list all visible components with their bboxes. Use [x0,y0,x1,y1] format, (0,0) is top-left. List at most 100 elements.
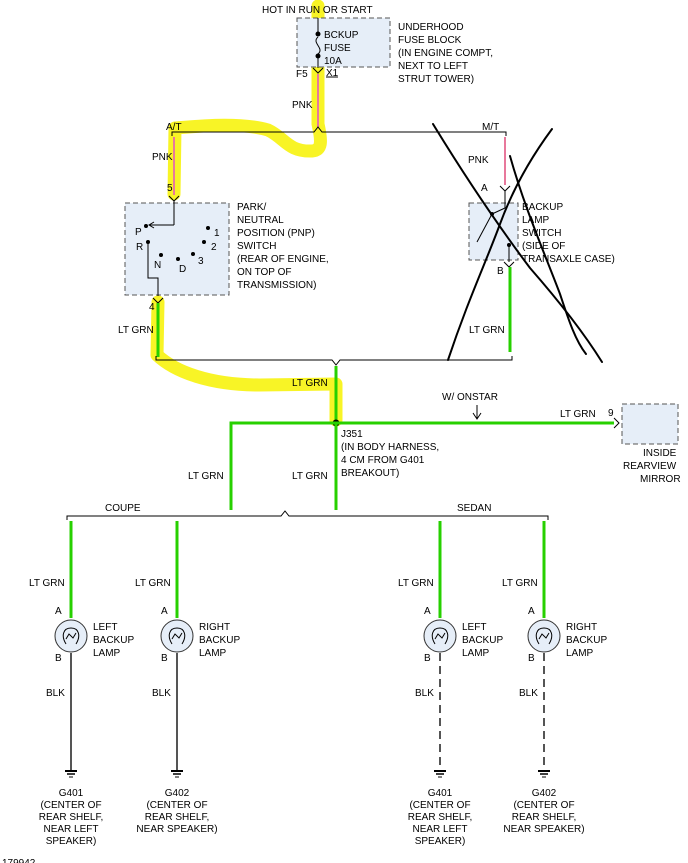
pnp-switch-box [124,202,230,296]
fuse-name-1: BCKUP [324,30,359,41]
fuse-connector-label: X1 [326,68,339,79]
lamp-pin-a: A [528,606,535,617]
lamp-name-2: BACKUP [93,635,134,646]
branch-sedan-label: SEDAN [457,503,491,514]
backup-switch-desc-4: (SIDE OF [522,241,565,252]
ltgrn-label-left: LT GRN [188,471,224,482]
pnp-pos-d: D [179,264,186,275]
fuse-terminal-bottom [315,53,321,59]
branch-coupe-label: COUPE [105,503,141,514]
lamp-pin-b: B [55,653,62,664]
pnk-wire-label-1: PNK [292,100,313,111]
backup-switch-desc-3: SWITCH [522,228,561,239]
backup-switch-box [468,202,519,261]
lamp-filament-icon [62,627,80,645]
pnp-pin-out: 4 [149,302,155,313]
mirror-pin: 9 [608,408,614,419]
lamp-pin-a: A [161,606,168,617]
pnp-pin-in: 5 [167,183,173,194]
connector-x1-icon [312,67,324,74]
pnp-contact-d [176,257,180,261]
pnp-desc-1: PARK/ [237,202,266,213]
backup-switch-desc-5: TRANSAXLE CASE) [522,254,615,265]
lamp-name-1: RIGHT [199,622,230,633]
ltgrn-label-center: LT GRN [292,471,328,482]
pnp-reverse-lead [147,242,159,296]
fuse-element-icon [315,36,321,55]
lamp-feed-label: LT GRN [502,578,538,589]
ltgrn-label-mt: LT GRN [469,325,505,336]
ltgrn-bus [229,421,614,510]
lamp-pin-b: B [424,653,431,664]
backup-switch-connector-in-icon [499,185,511,192]
backup-switch-desc-2: LAMP [522,215,550,226]
backup-switch-internal [491,207,510,262]
pnp-contact-3 [191,252,195,256]
pnp-lever-arrow [148,221,155,229]
fuse-name-3: 10A [324,56,342,67]
fuse-block-desc-5: STRUT TOWER) [398,74,474,85]
pnp-pos-1: 1 [214,228,220,239]
fuse-block-desc-2: FUSE BLOCK [398,35,462,46]
lamp-filament-icon [431,627,449,645]
pnp-desc-2: NEUTRAL [237,215,284,226]
lamp-feed-label: LT GRN [29,578,65,589]
lamp-pin-b: B [161,653,168,664]
at-mt-bracket [171,126,507,136]
lamp-name-2: BACKUP [462,635,503,646]
backup-switch-desc-1: BACKUP [522,202,563,213]
pnp-pos-3: 3 [198,256,204,267]
branch-at-label: A/T [166,122,182,133]
pnp-contact-2 [202,240,206,244]
pnp-desc-7: TRANSMISSION) [237,280,316,291]
pnp-contact-n [159,253,163,257]
fuse-block-box [296,17,391,68]
onstar-label: W/ ONSTAR [442,392,498,403]
splice-desc-2: 4 CM FROM G401 [341,455,425,466]
lamp-name-1: RIGHT [566,622,597,633]
fuse-block-desc-4: NEXT TO LEFT [398,61,468,72]
pnp-contact-p [144,224,148,228]
ground-desc-line: SPEAKER) [46,836,97,847]
lamp-pin-a: A [55,606,62,617]
backup-switch-pin-in: A [481,183,488,194]
lamp-name-3: LAMP [462,648,490,659]
splice-desc-3: BREAKOUT) [341,468,399,479]
lamp-name-3: LAMP [566,648,594,659]
fuse-block-desc-1: UNDERHOOD [398,22,464,33]
ground-name: G401 [428,788,453,799]
ltgrn-label-splice: LT GRN [292,378,328,389]
ground-desc-line: (CENTER OF [146,800,207,811]
top-label: HOT IN RUN OR START [262,5,373,16]
pnp-desc-6: ON TOP OF [237,267,291,278]
mirror-desc-2: REARVIEW [623,461,677,472]
ground-desc-line: NEAR LEFT [412,824,467,835]
pen-stroke-1 [432,123,603,363]
ground-desc-line: REAR SHELF, [512,812,576,823]
ground-desc-line: REAR SHELF, [145,812,209,823]
pnp-desc-5: (REAR OF ENGINE, [237,254,329,265]
ground-name: G402 [532,788,557,799]
pnp-desc-4: SWITCH [237,241,276,252]
lamp-name-2: BACKUP [566,635,607,646]
splice-desc-1: (IN BODY HARNESS, [341,442,439,453]
fuse-terminal-top [315,31,321,37]
lamp-name-3: LAMP [93,648,121,659]
lamp-filament-coil [65,632,77,640]
ground-desc-line: NEAR LEFT [43,824,98,835]
ground-desc-line: NEAR SPEAKER) [503,824,584,835]
lamp-filament-icon [535,627,553,645]
ground-desc-line: (CENTER OF [513,800,574,811]
lamp-ground-wire-label: BLK [415,688,434,699]
lamp-ground-wire-label: BLK [46,688,65,699]
pnp-contact-1 [206,226,210,230]
ground-name: G402 [165,788,190,799]
backup-switch-pin-out: B [497,266,504,277]
ground-desc-line: NEAR SPEAKER) [136,824,217,835]
onstar-arrow-icon [472,405,482,420]
lamp-filament-icon [168,627,186,645]
mirror-connector-icon [613,417,620,429]
fuse-name-2: FUSE [324,43,351,54]
